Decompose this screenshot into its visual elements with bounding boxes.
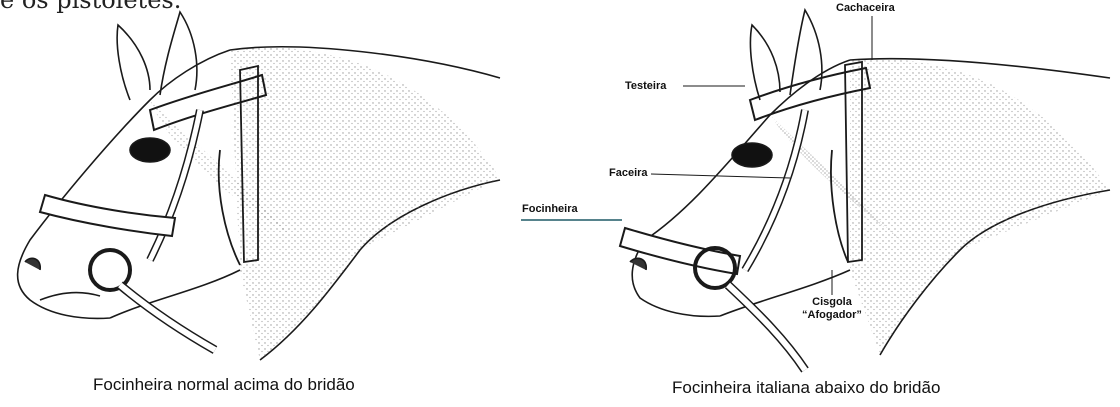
- label-faceira: Faceira: [609, 167, 648, 180]
- label-cachaceira: Cachaceira: [836, 2, 895, 15]
- right-eye: [732, 143, 772, 167]
- top-text-fragment: e os pistoletes.: [0, 0, 181, 14]
- horse-head-italian-noseband: [620, 10, 1110, 370]
- left-eye: [130, 138, 170, 162]
- caption-normal-noseband: Focinheira normal acima do bridão: [93, 375, 355, 395]
- left-ear-front: [160, 12, 197, 95]
- label-cisgola: Cisgola “Afogador”: [800, 296, 864, 322]
- left-ear-back: [117, 25, 150, 100]
- right-ear-back: [750, 25, 780, 100]
- leader-faceira: [651, 174, 790, 178]
- caption-italian-noseband: Focinheira italiana abaixo do bridão: [672, 378, 940, 398]
- label-testeira: Testeira: [625, 80, 666, 93]
- horse-head-normal-noseband: [18, 12, 500, 360]
- label-cisgola-line1: Cisgola: [800, 296, 864, 309]
- label-cisgola-line2: “Afogador”: [800, 309, 864, 322]
- left-noseband: [40, 195, 175, 236]
- label-focinheira: Focinheira: [522, 203, 578, 216]
